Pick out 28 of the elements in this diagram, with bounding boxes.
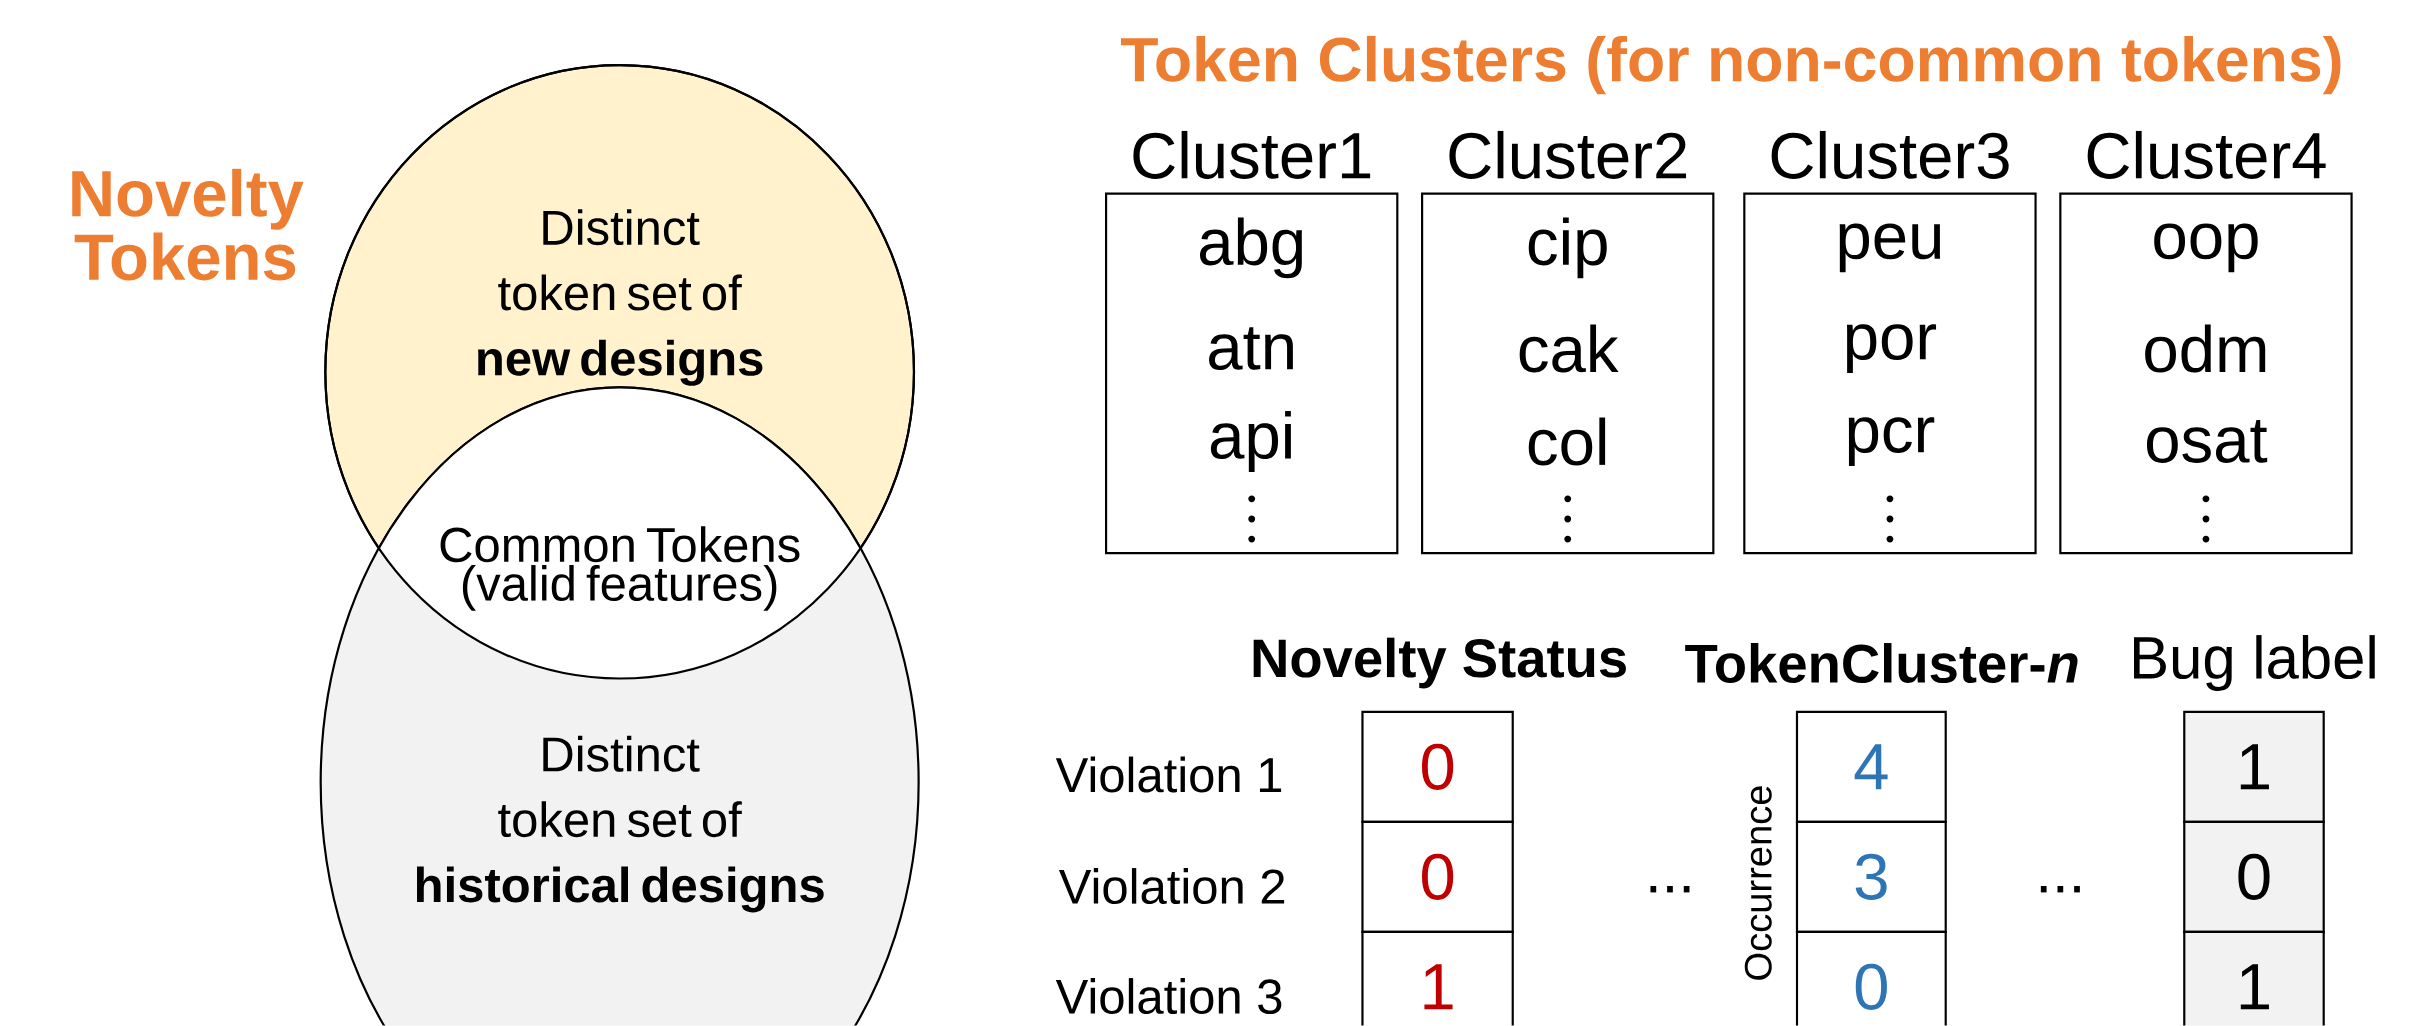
table-cell: 1 (2183, 711, 2325, 824)
table-cell: 1 (1361, 930, 1514, 1026)
row-label: Violation 1 (1055, 756, 1282, 793)
table-cell: 4 (1795, 711, 1947, 824)
column-heading: Bug label (2134, 635, 2375, 692)
table-cell: 0 (1361, 711, 1514, 824)
cluster-box: Cluster4 oop odm osat (2059, 131, 2353, 555)
table-cell: 0 (1795, 930, 1947, 1026)
row-label: Violation 2 (1058, 868, 1285, 905)
table-cell: 3 (1795, 820, 1947, 934)
column-heading: TokenCluster-n (1685, 643, 2078, 684)
node-label: Cluster2 (1449, 131, 1687, 180)
axis-label: Occurrence (1744, 786, 1772, 980)
column-heading: Novelty Status (1253, 637, 1626, 689)
table-cell: 0 (2183, 820, 2325, 934)
node-label: Cluster3 (1771, 131, 2009, 180)
ellipsis: ... (2040, 886, 2080, 893)
row-label: Violation 3 (1055, 978, 1282, 1015)
node-label: Cluster4 (2087, 131, 2326, 180)
cluster-box: Cluster2 cip cak col (1421, 131, 1715, 555)
table-cell: 1 (2183, 930, 2325, 1026)
node-label: Cluster1 (1133, 131, 1371, 180)
table-cell: 0 (1361, 820, 1514, 934)
cluster-box: Cluster3 peu por pcr (1743, 131, 2037, 555)
heading: Token Clusters (for non-common tokens) (1120, 36, 2341, 95)
cluster-box: Cluster1 abg atn api (1105, 131, 1399, 555)
ellipsis: ... (1650, 886, 1690, 893)
heading: Novelty Tokens (72, 169, 304, 281)
